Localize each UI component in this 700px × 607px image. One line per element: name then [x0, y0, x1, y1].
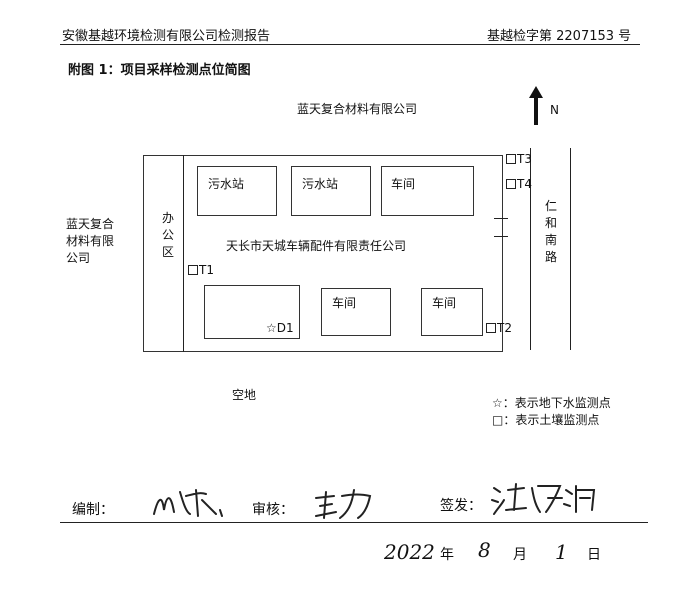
office-label-2: 公: [161, 228, 174, 242]
road-label-2: 和: [544, 216, 557, 230]
point-t3: T3: [506, 152, 532, 166]
office-label-3: 区: [161, 245, 174, 259]
point-t3-label: T3: [517, 152, 532, 166]
workshop-top-label: 车间: [391, 177, 416, 191]
header-divider: [60, 44, 640, 45]
soil-point-square-icon: [506, 179, 516, 189]
sewage-station-1: 污水站: [197, 166, 277, 216]
office-divider-line: [183, 155, 185, 352]
reviewed-by-label: 审核：: [252, 502, 294, 518]
date-month-unit: 月: [513, 547, 527, 563]
workshop-bottom-mid-label: 车间: [332, 296, 357, 310]
workshop-bottom-right: 车间: [421, 288, 483, 336]
legend-soil: □：表示土壤监测点: [492, 413, 600, 427]
report-header-title: 安徽基越环境检测有限公司检测报告: [62, 29, 271, 44]
figure-caption: 附图 1：项目采样检测点位简图: [68, 63, 251, 78]
south-area-label: 空地: [232, 388, 257, 402]
north-neighbor-label: 蓝天复合材料有限公司: [297, 102, 418, 116]
date-month: 8: [478, 538, 491, 562]
road-label-3: 南: [544, 233, 557, 247]
signature-divider: [60, 522, 648, 523]
sewage-station-1-label: 污水站: [208, 177, 245, 191]
road-edge-west: [530, 148, 531, 350]
road-label-1: 仁: [544, 199, 557, 213]
date-year-unit: 年: [440, 547, 454, 563]
workshop-top: 车间: [381, 166, 474, 216]
soil-point-square-icon: [486, 323, 496, 333]
groundwater-star-icon: ☆: [266, 321, 277, 335]
office-label-1: 办: [161, 211, 174, 225]
point-t1: T1: [188, 263, 214, 277]
reviewer-signature: [315, 489, 372, 519]
north-arrow-icon: [529, 86, 543, 125]
approved-by-label: 签发：: [440, 498, 482, 514]
point-t2: T2: [486, 321, 512, 335]
point-t4-label: T4: [517, 177, 532, 191]
point-t2-label: T2: [497, 321, 512, 335]
point-d1-label: D1: [276, 321, 294, 335]
date-day: 1: [555, 540, 568, 564]
road-label-4: 路: [544, 250, 557, 264]
compiler-signature: [153, 489, 223, 517]
soil-point-square-icon: [188, 265, 198, 275]
company-name: 天长市天城车辆配件有限责任公司: [226, 239, 407, 253]
gate-mark-upper: [494, 218, 508, 219]
approver-signature: [491, 483, 596, 515]
compiled-by-label: 编制：: [72, 502, 114, 518]
soil-point-square-icon: [506, 154, 516, 164]
date-year: 2022: [384, 540, 435, 564]
point-t4: T4: [506, 177, 532, 191]
workshop-bottom-right-label: 车间: [432, 296, 457, 310]
west-neighbor-line-1: 蓝天复合: [66, 217, 115, 231]
point-t1-label: T1: [199, 263, 214, 277]
north-label: N: [550, 103, 559, 117]
gate-mark-lower: [494, 236, 508, 237]
sewage-station-2-label: 污水站: [302, 177, 339, 191]
road-edge-east: [570, 148, 571, 350]
sewage-station-2: 污水站: [291, 166, 371, 216]
point-d1: ☆D1: [266, 321, 294, 335]
bottom-left-area: [204, 285, 300, 339]
workshop-bottom-mid: 车间: [321, 288, 391, 336]
date-day-unit: 日: [587, 547, 601, 563]
west-neighbor-line-3: 公司: [66, 251, 91, 265]
legend-groundwater: ☆：表示地下水监测点: [492, 396, 611, 410]
report-number: 基越检字第 2207153 号: [487, 29, 632, 44]
site-boundary: [143, 155, 503, 352]
west-neighbor-line-2: 材料有限: [66, 234, 115, 248]
